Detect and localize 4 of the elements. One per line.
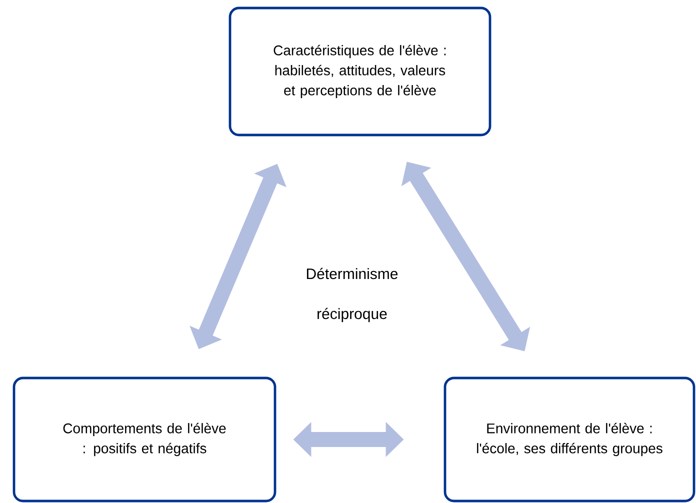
center-label: Déterminisme réciproque bbox=[306, 268, 398, 322]
text-box: Caractéristiques de l'élève : habiletés, attitudes, valeurs et perceptions de l'élève bbox=[228, 6, 492, 136]
text-box: Comportements de l'élève : positifs et négatifs bbox=[12, 376, 276, 502]
text-box: Environnement de l'élève : l'école, ses différents groupes bbox=[444, 376, 696, 502]
